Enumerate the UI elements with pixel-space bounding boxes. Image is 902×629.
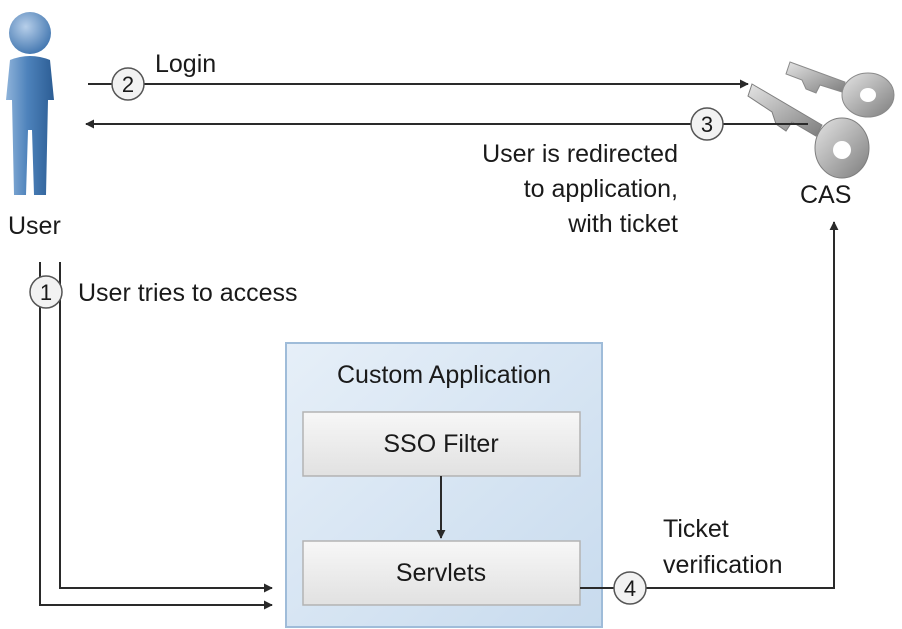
svg-text:3: 3 bbox=[701, 112, 713, 137]
step-2-marker: 2 bbox=[111, 67, 145, 101]
cas-label: CAS bbox=[800, 181, 851, 209]
step-3-marker: 3 bbox=[690, 107, 724, 141]
sso-filter-box: SSO Filter bbox=[302, 411, 581, 477]
step-3-label-line-2: to application, bbox=[524, 175, 678, 203]
step-2-label: Login bbox=[155, 50, 216, 78]
user-icon bbox=[6, 12, 54, 195]
sso-filter-label: SSO Filter bbox=[383, 430, 498, 458]
access-arrow-app bbox=[39, 262, 273, 610]
keys-icon bbox=[747, 61, 895, 179]
svg-text:4: 4 bbox=[624, 576, 636, 601]
custom-application-box: Custom Application SSO Filter Servlets bbox=[285, 342, 603, 628]
custom-application-title: Custom Application bbox=[337, 361, 551, 389]
step-4-marker: 4 bbox=[613, 571, 647, 605]
step-3-label-line-3: with ticket bbox=[567, 210, 678, 238]
step-1-label: User tries to access bbox=[78, 279, 298, 307]
svg-text:2: 2 bbox=[122, 72, 134, 97]
servlets-label: Servlets bbox=[396, 559, 486, 587]
servlets-box: Servlets bbox=[302, 540, 581, 606]
access-arrow-servlets bbox=[59, 262, 273, 593]
svg-text:1: 1 bbox=[40, 280, 52, 305]
user-label: User bbox=[8, 212, 61, 240]
step-3-label-line-1: User is redirected bbox=[482, 140, 678, 168]
step-4-label-line-1: Ticket bbox=[663, 515, 729, 543]
step-1-marker: 1 bbox=[29, 275, 63, 309]
ticket-verification-arrow bbox=[580, 221, 839, 589]
step-4-label-line-2: verification bbox=[663, 551, 783, 579]
